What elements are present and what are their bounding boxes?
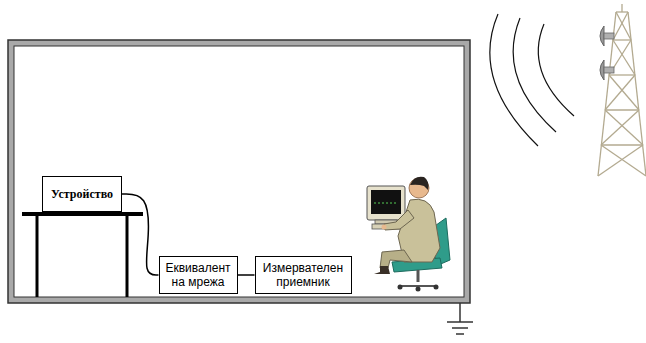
room-wall [8,40,470,303]
device-box: Измервателен приемник [255,256,352,294]
box-label: Устройство [51,187,113,201]
room-interior [14,46,464,297]
cable [238,274,255,276]
operator-figure [367,177,450,292]
cable [122,194,159,275]
box-label: Измервателен приемник [260,261,347,290]
radio-waves [490,14,574,146]
device-box: Устройство [42,176,122,212]
ground-symbol [447,303,473,334]
antenna-tower [598,4,646,176]
device-box: Еквивалент на мрежа [159,256,238,294]
dish-antenna [600,26,614,80]
box-label: Еквивалент на мрежа [164,261,233,290]
table [22,212,143,297]
